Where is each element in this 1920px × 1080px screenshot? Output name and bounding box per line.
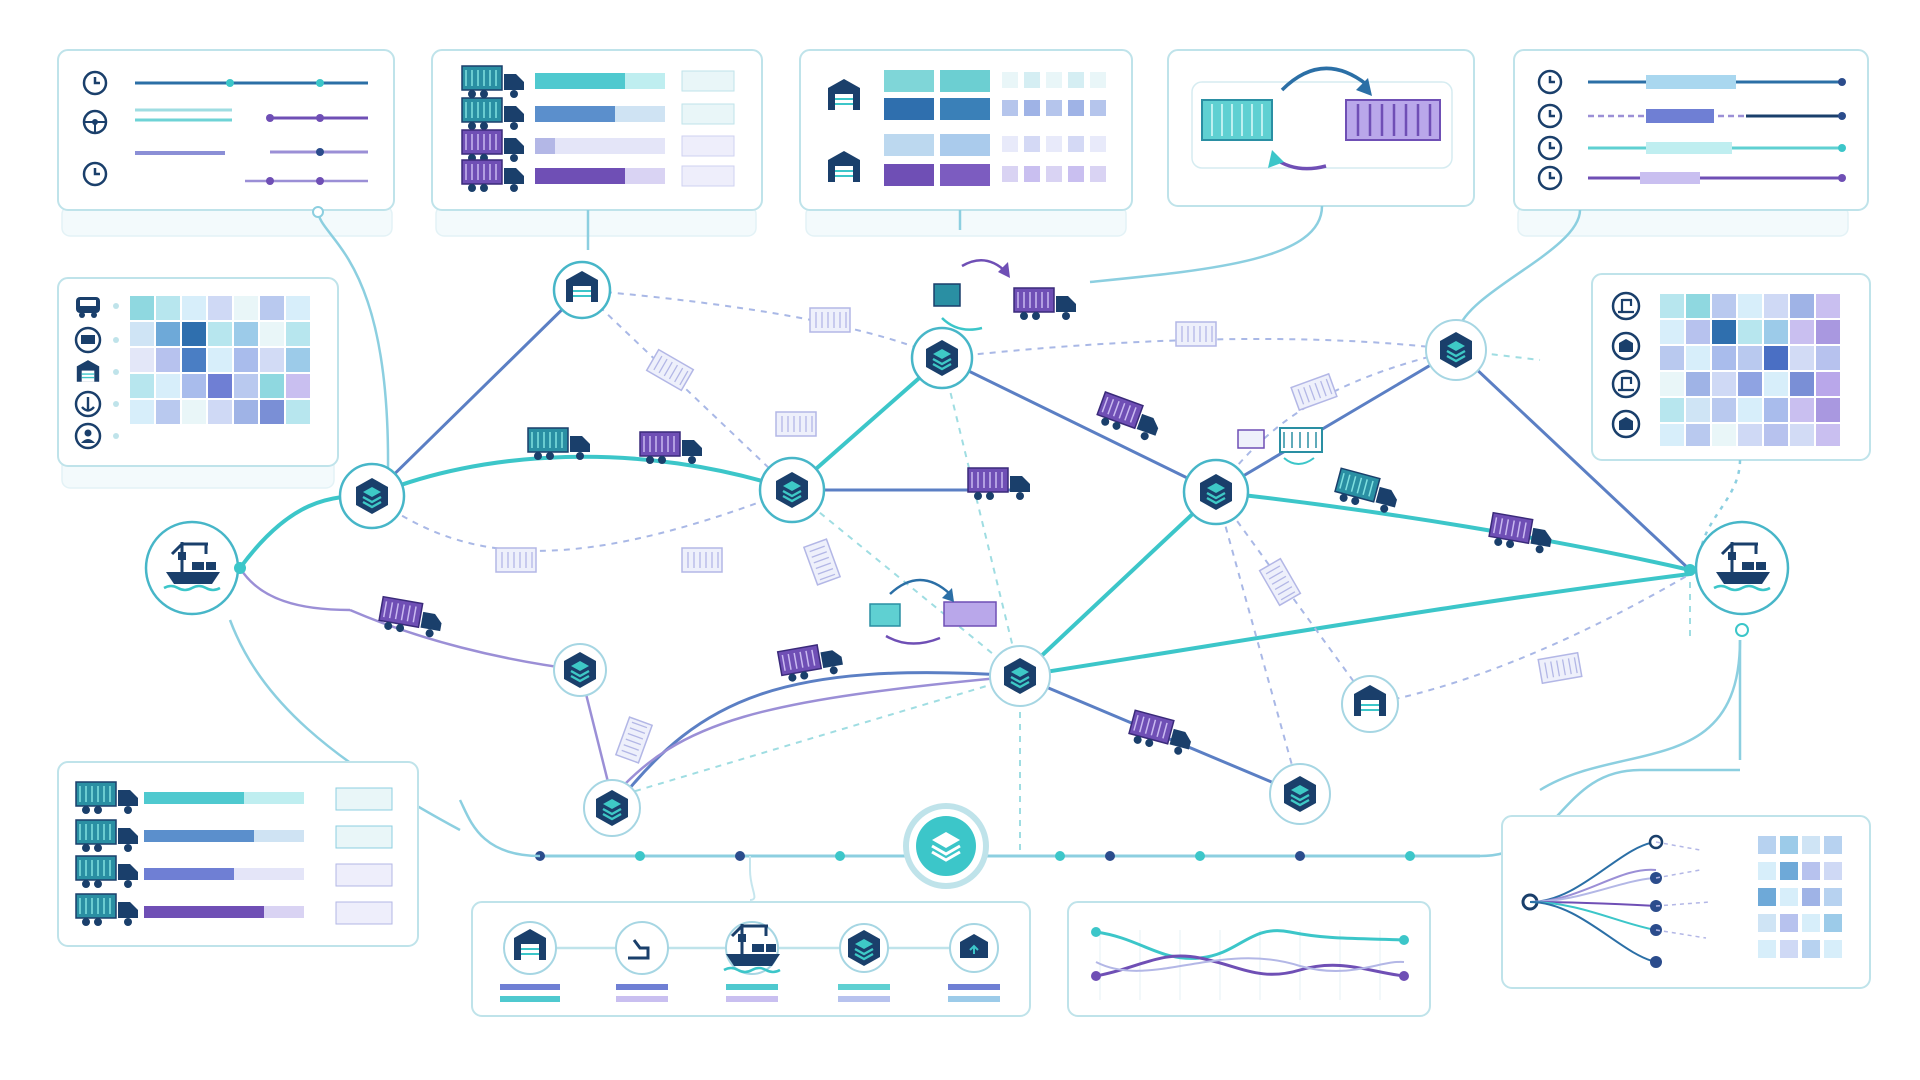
- container-truck-icon: [1486, 511, 1556, 556]
- port-destination-node[interactable]: [1684, 520, 1790, 637]
- distribution-bus: [458, 768, 1740, 901]
- shipping-container-icon: [681, 547, 723, 573]
- distribution-tree-panel: [1501, 815, 1871, 989]
- network-nodes: [144, 260, 1790, 889]
- shipping-container-icon: [1201, 99, 1273, 141]
- hub-node-6[interactable]: [989, 645, 1051, 707]
- clock-icon: [1537, 135, 1563, 161]
- schedule-panel-right: [1513, 49, 1869, 237]
- capacity-heatmap-left: [57, 277, 339, 489]
- port-crane-icon: [1611, 369, 1641, 399]
- container-truck-icon: [1126, 709, 1196, 758]
- hub-node-4[interactable]: [553, 643, 607, 697]
- exchange-cluster-top: [933, 259, 1010, 331]
- capacity-heatmap-right: [1591, 273, 1871, 461]
- warehouse-icon: [1611, 331, 1641, 361]
- port-crane-icon: [1611, 291, 1641, 321]
- clock-icon: [1537, 165, 1563, 191]
- team-icon: [74, 422, 102, 450]
- port-origin-node[interactable]: [144, 520, 246, 616]
- step-loading: [615, 921, 669, 1002]
- warehouse-icon: [1611, 409, 1641, 439]
- bus-icon: [76, 297, 100, 318]
- step-warehouse: [500, 921, 560, 1002]
- schedule-panel-left: [57, 49, 395, 237]
- shipping-container-icon: [615, 716, 653, 764]
- container-truck-icon: [639, 431, 703, 465]
- shipping-container-icon: [1175, 321, 1217, 347]
- shipping-container-icon: [803, 538, 841, 586]
- shipping-container-icon: [1345, 99, 1441, 141]
- anchor-icon: [74, 390, 102, 418]
- hub-node-1[interactable]: [338, 462, 406, 530]
- truck-front-icon: [74, 326, 102, 354]
- hub-node-7[interactable]: [1182, 458, 1250, 526]
- exchange-cluster-middle: [869, 578, 997, 645]
- container-truck-icon: [1093, 391, 1165, 445]
- clock-icon: [1537, 103, 1563, 129]
- hub-node-3[interactable]: [758, 456, 826, 524]
- clock-icon: [1537, 69, 1563, 95]
- shipping-container-icon: [495, 547, 537, 573]
- process-steps-panel: [471, 901, 1031, 1017]
- hub-node-9[interactable]: [1269, 763, 1331, 825]
- shipping-container-icon: [775, 411, 817, 437]
- container-truck-icon: [527, 427, 591, 461]
- hub-node-central[interactable]: [903, 803, 989, 889]
- fleet-status-panel: [431, 49, 763, 237]
- warehouse-inventory-panel: [799, 49, 1133, 237]
- trend-lines-panel: [1067, 901, 1431, 1017]
- shipping-container-icon: [1537, 651, 1583, 685]
- steering-wheel-icon: [82, 109, 108, 135]
- warehouse-node-1[interactable]: [552, 260, 612, 320]
- container-truck-icon: [967, 467, 1031, 501]
- clock-icon: [82, 161, 108, 187]
- step-port: [722, 921, 782, 1002]
- hub-node-2[interactable]: [910, 326, 974, 390]
- container-exchange-panel: [1167, 49, 1475, 207]
- cycle-arrows-icon: [1268, 66, 1372, 171]
- hub-node-5[interactable]: [583, 779, 641, 837]
- shipping-container-icon: [645, 348, 695, 392]
- container-truck-icon: [1013, 287, 1077, 321]
- warehouse-node-2[interactable]: [1341, 675, 1399, 733]
- clock-icon: [82, 70, 108, 96]
- shipping-container-icon: [809, 307, 851, 333]
- step-hub: [838, 923, 890, 1002]
- step-delivery: [948, 923, 1000, 1002]
- exchange-cluster-right: [1237, 427, 1323, 465]
- fleet-utilization-panel: [57, 761, 419, 947]
- shipping-container-icon: [1290, 373, 1338, 411]
- hub-node-8[interactable]: [1425, 319, 1487, 381]
